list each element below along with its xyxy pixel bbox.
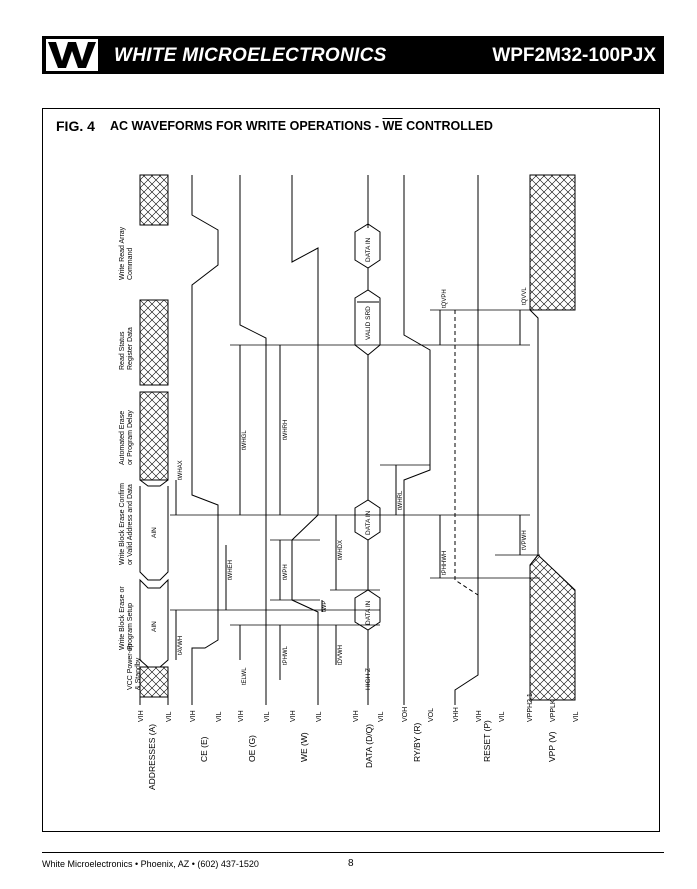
phase-4-line-2: or Program Delay: [127, 410, 134, 465]
timing-tvpwh: tVPWH: [522, 530, 528, 550]
level-oe-vih: VIH: [238, 710, 245, 722]
timing-tavwh: tAVWH: [178, 636, 184, 655]
timing-twhgl: tWHGL: [242, 430, 248, 450]
level-we-vih: VIH: [290, 710, 297, 722]
level-addr-vil: VIL: [166, 711, 173, 722]
level-addr-vih: VIH: [138, 710, 145, 722]
phase-4-label: Automated Eraseor Program Delay: [119, 410, 134, 465]
phase-2-line-2: Program Setup: [127, 603, 134, 650]
timing-tqvph: tQVPH: [442, 289, 448, 308]
phase-3-line-1: Write Block Erase Confirm: [119, 483, 126, 565]
footer-divider: [42, 852, 664, 853]
timing-twp: tWP: [322, 601, 328, 612]
level-we-vil: VIL: [316, 711, 323, 722]
figure-title: AC WAVEFORMS FOR WRITE OPERATIONS - WE C…: [110, 119, 493, 133]
high-z-label: HIGH Z: [365, 668, 372, 690]
phase-5-line-1: Read Status: [119, 331, 126, 370]
phase-1-label: VCC Power-up& Standby: [127, 643, 142, 690]
timing-twhdx: tWHDX: [338, 540, 344, 560]
phase-6-line-2: Command: [127, 248, 134, 280]
data-in-label-3: DATA IN: [365, 600, 372, 625]
signal-oe: OE (G): [247, 735, 257, 762]
level-reset-vih: VIH: [476, 710, 483, 722]
figure-title-overline: WE: [382, 119, 403, 133]
signal-reset: RESET (P): [482, 720, 492, 762]
phase-4-line-1: Automated Erase: [119, 411, 126, 465]
figure-number: FIG. 4: [56, 118, 95, 134]
timing-tphwl: tPHWL: [283, 645, 289, 665]
phase-1-line-2: & Standby: [135, 657, 142, 690]
page-number: 8: [348, 858, 354, 869]
footer-company: White Microelectronics • Phoenix, AZ • (…: [42, 859, 259, 869]
figure-title-suffix: CONTROLLED: [402, 119, 493, 133]
ain-label-2: AIN: [151, 527, 158, 538]
timing-tphhwh: tPHHWH: [442, 551, 448, 575]
timing-twhrl: tWHRL: [398, 490, 404, 510]
figure-frame: [42, 108, 660, 832]
timing-twheh: tWHEH: [228, 560, 234, 580]
signal-we: WE (W): [299, 732, 309, 762]
phase-6-line-1: Write Read Array: [119, 226, 126, 280]
part-number: WPF2M32-100PJX: [492, 45, 656, 66]
level-reset-vil: VIL: [499, 711, 506, 722]
level-ryby-vol: VOL: [428, 708, 435, 722]
signal-data: DATA (D/Q): [364, 724, 374, 768]
level-ryby-voh: VOH: [402, 707, 409, 722]
level-vpp-vpph: VPPH2,1: [527, 693, 534, 722]
header-bar: WHITE MICROELECTRONICS WPF2M32-100PJX: [42, 36, 664, 74]
level-oe-vil: VIL: [264, 711, 271, 722]
phase-6-label: Write Read ArrayCommand: [119, 226, 134, 280]
phase-1-line-1: VCC Power-up: [127, 643, 134, 690]
timing-telwl: tELWL: [242, 667, 248, 685]
level-ce-vih: VIH: [190, 710, 197, 722]
timing-tdvwh: tDVWH: [338, 645, 344, 665]
figure-title-prefix: AC WAVEFORMS FOR WRITE OPERATIONS -: [110, 119, 383, 133]
level-data-vil: VIL: [378, 711, 385, 722]
data-in-label-1: DATA IN: [365, 237, 372, 262]
level-reset-vhh: VHH: [453, 707, 460, 722]
phase-5-label: Read StatusRegister Data: [119, 327, 134, 370]
timing-twhax: tWHAX: [178, 460, 184, 480]
valid-srd-label: VALID SRD: [365, 306, 372, 340]
phase-5-line-2: Register Data: [127, 327, 134, 370]
signal-addresses: ADDRESSES (A): [147, 724, 157, 790]
phase-3-line-2: or Valid Address and Data: [127, 484, 134, 565]
signal-ce: CE (E): [199, 736, 209, 762]
signal-vpp: VPP (V): [547, 731, 557, 762]
level-vpp-vil: VIL: [573, 711, 580, 722]
data-in-label-2: DATA IN: [365, 510, 372, 535]
level-data-vih: VIH: [353, 710, 360, 722]
brand-name: WHITE MICROELECTRONICS: [114, 45, 387, 66]
signal-ryby: RY/BY (R): [412, 722, 422, 762]
ain-label-1: AIN: [151, 621, 158, 632]
phase-2-line-1: Write Block Erase or: [119, 586, 126, 650]
timing-tqvvl: tQVVL: [522, 287, 528, 305]
timing-twhrh: tWHRH: [283, 420, 289, 440]
level-vpp-vpplk: VPPLK: [550, 699, 557, 722]
w-logo-icon: [46, 39, 98, 71]
phase-3-label: Write Block Erase Confirmor Valid Addres…: [119, 483, 134, 565]
timing-twph: tWPH: [283, 564, 289, 580]
level-ce-vil: VIL: [216, 711, 223, 722]
phase-2-label: Write Block Erase orProgram Setup: [119, 586, 134, 650]
